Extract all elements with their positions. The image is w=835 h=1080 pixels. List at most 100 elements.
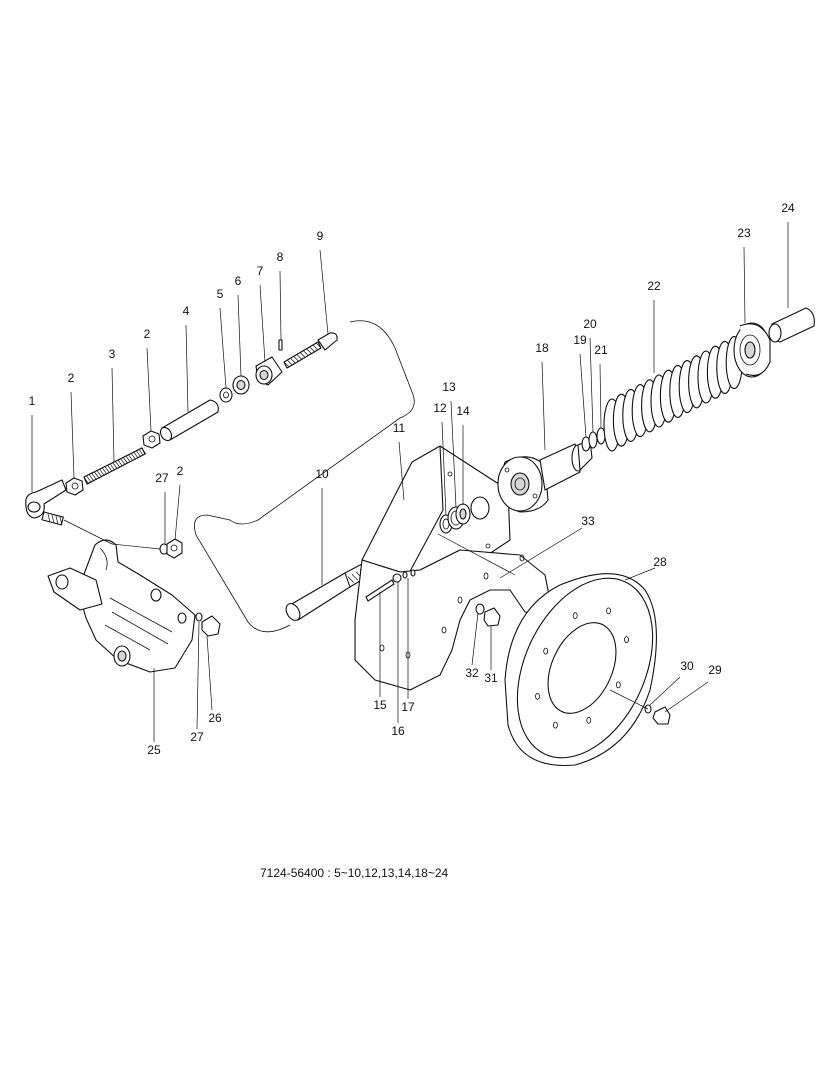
rod-end-part — [25, 479, 67, 526]
part-number-callout: 20 — [583, 317, 597, 331]
coupling-nut-part — [255, 356, 283, 386]
washer-part — [475, 603, 485, 615]
part-number-callout: 28 — [653, 555, 667, 569]
hex-nut-part — [166, 538, 183, 559]
leader-line — [319, 249, 329, 335]
part-number-callout: 2 — [68, 371, 75, 385]
part-number-callout: 30 — [680, 659, 694, 673]
part-number-callout: 32 — [465, 666, 479, 680]
leader-line — [624, 567, 656, 581]
leader-line — [579, 353, 587, 438]
part-number-callout: 24 — [781, 201, 795, 215]
part-number-callout: 6 — [235, 274, 242, 288]
leader-line — [259, 284, 266, 363]
part-number-callout: 10 — [315, 467, 329, 481]
callout-leader-lines — [31, 222, 789, 742]
caliper-lever-assembly — [47, 539, 196, 673]
part-number-callout: 18 — [535, 341, 549, 355]
leader-line — [599, 363, 602, 429]
sleeve-tube-part — [159, 399, 219, 442]
snap-ring-part — [588, 431, 598, 449]
leader-line — [146, 347, 152, 432]
assembly-connector — [609, 689, 649, 710]
sleeve-bushing-part — [768, 307, 815, 343]
pin-part — [278, 339, 283, 351]
leader-line — [499, 527, 583, 579]
disc-bolt-hole — [543, 647, 549, 655]
bearing-part — [733, 322, 771, 378]
part-number-callout: 13 — [442, 380, 456, 394]
part-number-callout: 8 — [277, 250, 284, 264]
stud-part — [365, 579, 395, 602]
bushing-part — [232, 375, 250, 395]
part-number-callout: 27 — [190, 730, 204, 744]
leader-line — [664, 681, 709, 713]
assembly-connector — [111, 543, 161, 550]
part-number-callout: 23 — [737, 226, 751, 240]
small-nut-part — [219, 387, 233, 403]
brake-disc-part — [504, 573, 657, 767]
disc-bolt-hole — [572, 612, 578, 620]
washer-part — [195, 612, 203, 622]
disc-bolt-hole — [586, 716, 592, 724]
nut-part — [392, 573, 402, 583]
part-number-callout: 4 — [183, 304, 190, 318]
part-number-callout: 2 — [144, 327, 151, 341]
hex-nut-part — [142, 430, 161, 449]
part-number-callout: 27 — [155, 471, 169, 485]
part-number-callout: 22 — [647, 279, 661, 293]
part-number-callout: 31 — [484, 671, 498, 685]
backing-plate-part — [354, 549, 551, 691]
part-number-callout: 12 — [433, 401, 447, 415]
disc-bolt-hole — [606, 607, 611, 615]
leader-line — [237, 294, 242, 377]
leader-line — [206, 635, 213, 711]
leader-line — [743, 246, 746, 324]
hub-flange-part — [497, 439, 593, 513]
leader-line — [649, 676, 681, 706]
part-number-callout: 19 — [573, 333, 587, 347]
kit-group-outline — [194, 320, 415, 633]
mounting-bracket-part — [361, 445, 511, 576]
leader-line — [70, 391, 75, 479]
leader-line — [185, 324, 189, 413]
part-number-callout: 7 — [257, 264, 264, 278]
disc-bolt-hole — [615, 681, 621, 689]
part-number-callout: 2 — [177, 464, 184, 478]
threaded-rod-part — [83, 447, 147, 485]
part-number-callout: 16 — [391, 724, 405, 738]
disc-bolt-hole — [553, 721, 558, 729]
leader-line — [589, 337, 594, 433]
part-number-callout: 25 — [147, 743, 161, 757]
part-number-callout: 17 — [401, 700, 415, 714]
hex-nut-part — [65, 477, 84, 496]
part-number-callout: 9 — [317, 229, 324, 243]
assembly-connector — [63, 519, 113, 545]
part-number-callout: 33 — [581, 514, 595, 528]
adjusting-screw-part — [283, 332, 338, 369]
part-number-callout: 1 — [29, 394, 36, 408]
part-number-callout: 15 — [373, 698, 387, 712]
leader-line — [196, 621, 200, 730]
hex-bolt-part — [652, 706, 671, 725]
assembly-connector — [437, 533, 516, 576]
part-number-callout: 14 — [456, 404, 470, 418]
leader-line — [450, 400, 457, 508]
leader-line — [471, 612, 479, 666]
disc-bolt-hole — [624, 636, 629, 643]
part-number-callout: 26 — [208, 711, 222, 725]
leader-line — [219, 307, 227, 389]
leader-line — [279, 270, 282, 341]
part-number-callout: 5 — [217, 287, 224, 301]
leader-line — [111, 367, 115, 463]
part-number-callout: 21 — [594, 343, 608, 357]
hex-bolt-part — [483, 607, 501, 627]
part-number-callout: 29 — [708, 663, 722, 677]
hex-bolt-part — [201, 615, 221, 637]
disc-bolt-hole — [535, 693, 540, 700]
coil-spring-part — [603, 336, 743, 452]
kit-footnote: 7124-56400 : 5~10,12,13,14,18~24 — [260, 866, 449, 880]
leader-line — [541, 361, 546, 451]
